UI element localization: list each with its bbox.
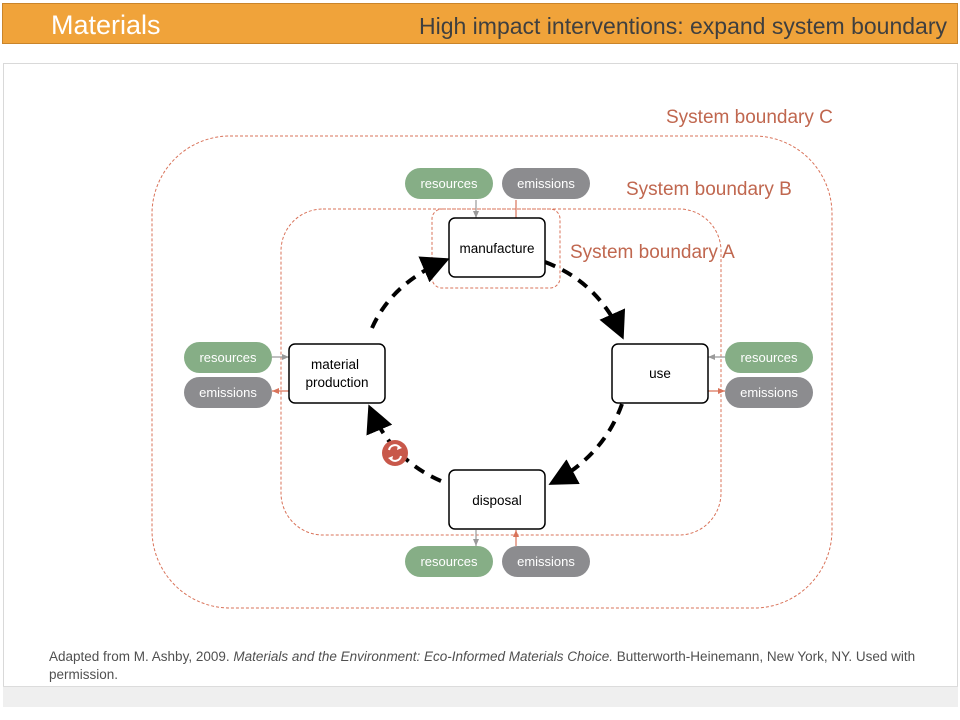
emissions-pill-left: emissions <box>184 377 272 408</box>
stage-material-label: material <box>311 357 359 372</box>
emissions-pill-top: emissions <box>502 168 590 199</box>
system-boundary-b <box>280 208 722 536</box>
citation-suffix: Butterworth-Heinemann, New York, NY. Use… <box>49 649 916 682</box>
slide-subtitle: High impact interventions: expand system… <box>418 13 947 39</box>
resources-pill-right: resources <box>725 342 813 373</box>
stage-material-production: material production <box>288 343 386 404</box>
resources-pill-left-label: resources <box>199 350 257 365</box>
resources-pill-top-label: resources <box>420 176 478 191</box>
stage-use-label: use <box>649 366 671 381</box>
resources-pill-bottom: resources <box>405 546 493 577</box>
emissions-pill-bottom: emissions <box>502 546 590 577</box>
stage-disposal-label: disposal <box>472 493 522 508</box>
arrow-manufacture-to-use <box>544 260 626 340</box>
emissions-pill-right: emissions <box>725 377 813 408</box>
recycle-icon <box>382 440 408 466</box>
system-boundary-a <box>431 208 561 289</box>
stage-manufacture-label: manufacture <box>459 241 534 256</box>
arrow-use-to-disposal <box>548 403 624 485</box>
resources-pill-top: resources <box>405 168 493 199</box>
stage-disposal: disposal <box>448 469 546 530</box>
emissions-pill-left-label: emissions <box>199 385 257 400</box>
stage-use: use <box>611 343 709 404</box>
emissions-pill-right-label: emissions <box>740 385 798 400</box>
emissions-pill-bottom-label: emissions <box>517 554 575 569</box>
citation-book-title: Materials and the Environment: Eco-Infor… <box>233 649 614 664</box>
slide-title: Materials <box>51 10 161 40</box>
resources-pill-bottom-label: resources <box>420 554 478 569</box>
citation-text: Adapted from M. Ashby, 2009. Materials a… <box>49 648 939 684</box>
system-boundary-c <box>151 135 833 609</box>
stage-production-label: production <box>305 375 368 390</box>
resources-pill-left: resources <box>184 342 272 373</box>
arrow-production-to-manufacture <box>370 256 450 329</box>
footer-strip <box>3 686 958 707</box>
arrow-disposal-to-production <box>366 404 442 483</box>
boundary-a-label: System boundary A <box>570 242 735 263</box>
stage-manufacture: manufacture <box>448 217 546 278</box>
boundary-b-label: System boundary B <box>626 179 792 200</box>
emissions-pill-top-label: emissions <box>517 176 575 191</box>
header-bar: Materials High impact interventions: exp… <box>2 3 958 44</box>
citation-prefix: Adapted from M. Ashby, 2009. <box>49 649 234 664</box>
resources-pill-right-label: resources <box>740 350 798 365</box>
boundary-c-label: System boundary C <box>666 107 833 128</box>
